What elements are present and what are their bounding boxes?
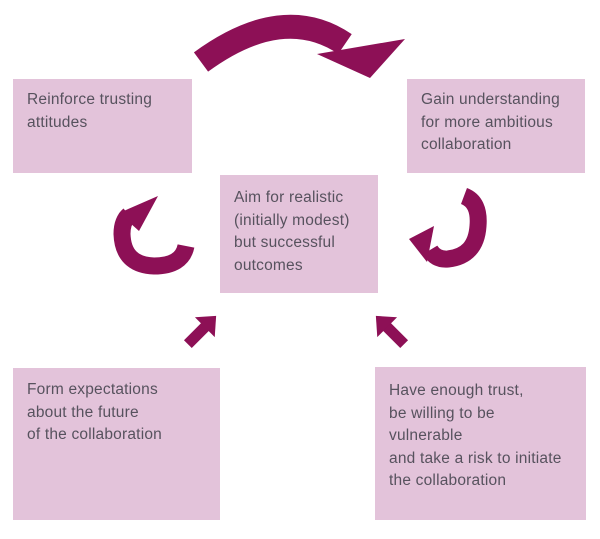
box-text: Form expectations about the future of th… [27, 381, 162, 443]
bottom-right-small-arrow-icon [375, 315, 409, 349]
box-text: Gain understanding for more ambitious co… [421, 91, 560, 153]
box-text: Reinforce trusting attitudes [27, 91, 153, 131]
box-reinforce-trusting-attitudes: Reinforce trusting attitudes [13, 79, 192, 173]
left-curved-arrow-icon [113, 196, 195, 275]
box-text: Aim for realistic (initially modest) but… [234, 189, 350, 274]
box-gain-understanding: Gain understanding for more ambitious co… [407, 79, 585, 173]
box-form-expectations: Form expectations about the future of th… [13, 368, 220, 520]
top-curved-arrow-icon [193, 14, 405, 78]
box-text: Have enough trust, be willing to be vuln… [389, 382, 562, 489]
bottom-left-small-arrow-icon [183, 315, 217, 349]
box-aim-for-realistic-outcomes: Aim for realistic (initially modest) but… [220, 175, 378, 293]
right-curved-arrow-icon [409, 188, 487, 268]
box-have-enough-trust: Have enough trust, be willing to be vuln… [375, 367, 586, 520]
